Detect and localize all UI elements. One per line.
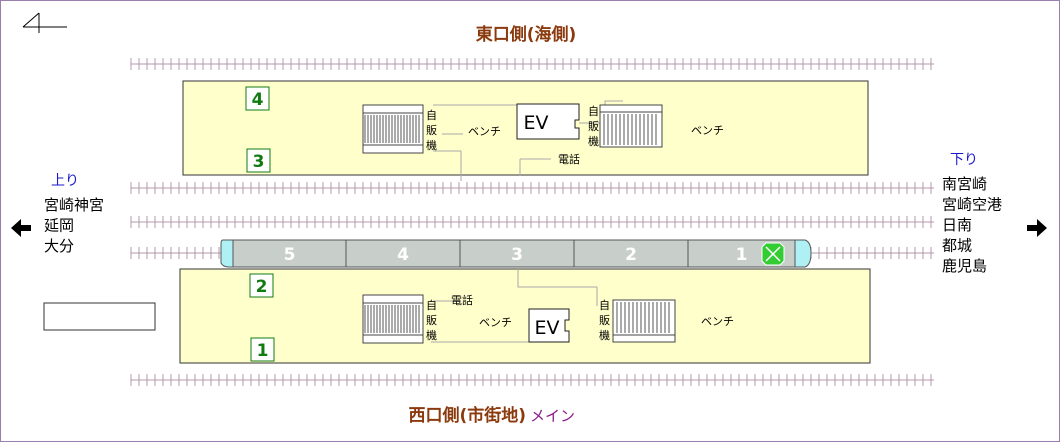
west-side-label: 西口側(市街地) (408, 405, 526, 426)
train-car-number: 4 (397, 245, 409, 265)
destination-label: 宮崎神宮 (44, 196, 104, 214)
vending-char: 販 (599, 314, 610, 327)
vending-label-lower-right: 自販機 (599, 299, 610, 342)
vending-label-upper-right: 自販機 (588, 105, 599, 148)
east-side-label: 東口側(海側) (476, 24, 577, 45)
vending-char: 機 (426, 328, 437, 342)
train-car-number: 2 (625, 245, 637, 265)
vending-char: 自 (588, 105, 599, 118)
lower-connector-lines (431, 269, 598, 343)
bench-label: ベンチ (701, 315, 734, 328)
vending-char: 自 (426, 109, 437, 122)
destination-label: 大分 (44, 237, 74, 255)
svg-text:2: 2 (256, 277, 268, 297)
north-arrow-icon (22, 12, 67, 33)
vending-char: 機 (588, 134, 599, 148)
train-car-number: 1 (736, 245, 748, 265)
upper-escalator (599, 104, 663, 148)
phone-label: 電話 (451, 293, 473, 307)
left-arrow-icon (11, 219, 31, 237)
svg-text:1: 1 (257, 341, 269, 361)
destination-label: 鹿児島 (942, 257, 987, 275)
svg-text:3: 3 (253, 152, 265, 172)
train-car (573, 239, 689, 268)
lower-escalator (612, 299, 676, 343)
destination-label: 延岡 (44, 217, 74, 235)
up-direction-label: 上り (51, 173, 79, 189)
track-badge-2: 2 (249, 273, 274, 298)
destination-label: 南宮崎 (942, 175, 987, 193)
train-car (345, 239, 461, 268)
blank-box (43, 302, 156, 331)
track-badge-1: 1 (250, 337, 275, 362)
vending-char: 販 (426, 314, 437, 327)
rail-lines (130, 58, 934, 386)
destination-label: 宮崎空港 (942, 196, 1002, 214)
down-direction-label: 下り (950, 152, 978, 168)
destination-label: 都城 (942, 237, 972, 255)
vending-char: 機 (426, 138, 437, 152)
train-car-number: 5 (284, 245, 296, 265)
vending-label-lower-left: 自販機 (426, 299, 437, 342)
bench-label: ベンチ (468, 125, 501, 138)
elevator-lower: EV (528, 308, 570, 343)
bench-label: ベンチ (691, 124, 724, 137)
west-side-suffix: メイン (530, 407, 575, 425)
bench-label: ベンチ (479, 316, 512, 329)
svg-text:EV: EV (534, 317, 559, 339)
train-car-number: 3 (511, 245, 523, 265)
right-arrow-icon (1027, 219, 1047, 237)
train-car (232, 239, 347, 268)
vending-char: 販 (426, 124, 437, 137)
vending-char: 自 (599, 299, 610, 312)
elevator-upper: EV (516, 103, 580, 140)
destination-label: 日南 (942, 216, 972, 234)
svg-text:EV: EV (523, 112, 548, 134)
upper-stairs (362, 104, 424, 154)
lower-platform (179, 268, 871, 364)
track-badge-4: 4 (245, 86, 270, 111)
lower-stairs (362, 294, 424, 344)
train-front-right (794, 239, 812, 268)
vending-char: 自 (426, 299, 437, 312)
svg-text:4: 4 (252, 90, 264, 110)
vending-char: 販 (588, 120, 599, 133)
train: 5 4 3 2 1 (220, 239, 812, 268)
vending-char: 機 (599, 328, 610, 342)
track-badge-3: 3 (246, 148, 271, 173)
phone-label: 電話 (558, 152, 580, 166)
vending-label-upper-left: 自販機 (426, 109, 437, 152)
